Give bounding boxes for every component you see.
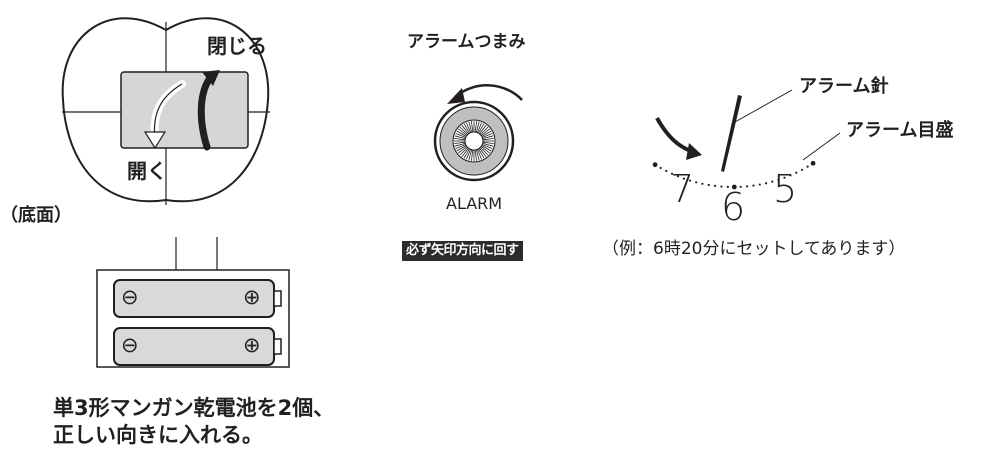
battery-instruction-line1: 単3形マンガン乾電池を2個、 [53,396,335,420]
dial-numeral-6: 6 [721,185,746,229]
battery-instruction-line2: 正しい向きに入れる。 [53,423,263,447]
alarm-scale-dots [652,160,816,190]
knob-ridges [454,121,494,161]
battery-cell-top [113,279,282,318]
close-arrow-icon [197,70,220,151]
alarm-scale-label: アラーム目盛 [846,120,954,141]
plus-terminal-icon: ⊕ [243,285,261,309]
alarm-knob-text: ALARM [446,194,503,213]
turn-direction-arrow-icon [655,117,702,160]
alarm-hand [721,95,742,172]
alarm-setting-example: （例：6時20分にセットしてあります） [602,239,906,259]
alarm-knob-title: アラームつまみ [407,32,526,52]
alarm-scale-leader-line [802,132,841,161]
dial-numeral-7: 7 [670,167,695,211]
minus-terminal-icon: ⊖ [121,285,139,309]
open-arrow-icon [143,80,186,150]
dial-numeral-5: 5 [773,167,798,211]
turn-direction-badge: 必ず矢印方向に回す [402,241,523,262]
minus-terminal-icon: ⊖ [121,333,139,357]
bottom-view-label: （底面） [0,205,72,226]
alarm-hand-label: アラーム針 [799,76,889,97]
open-label: 開く [127,159,167,183]
knob-rotation-arrow-icon [447,84,523,104]
battery-cell-bottom [113,327,282,366]
plus-terminal-icon: ⊕ [243,333,261,357]
alarm-hand-leader-line [734,89,793,123]
close-label: 閉じる [207,34,267,58]
